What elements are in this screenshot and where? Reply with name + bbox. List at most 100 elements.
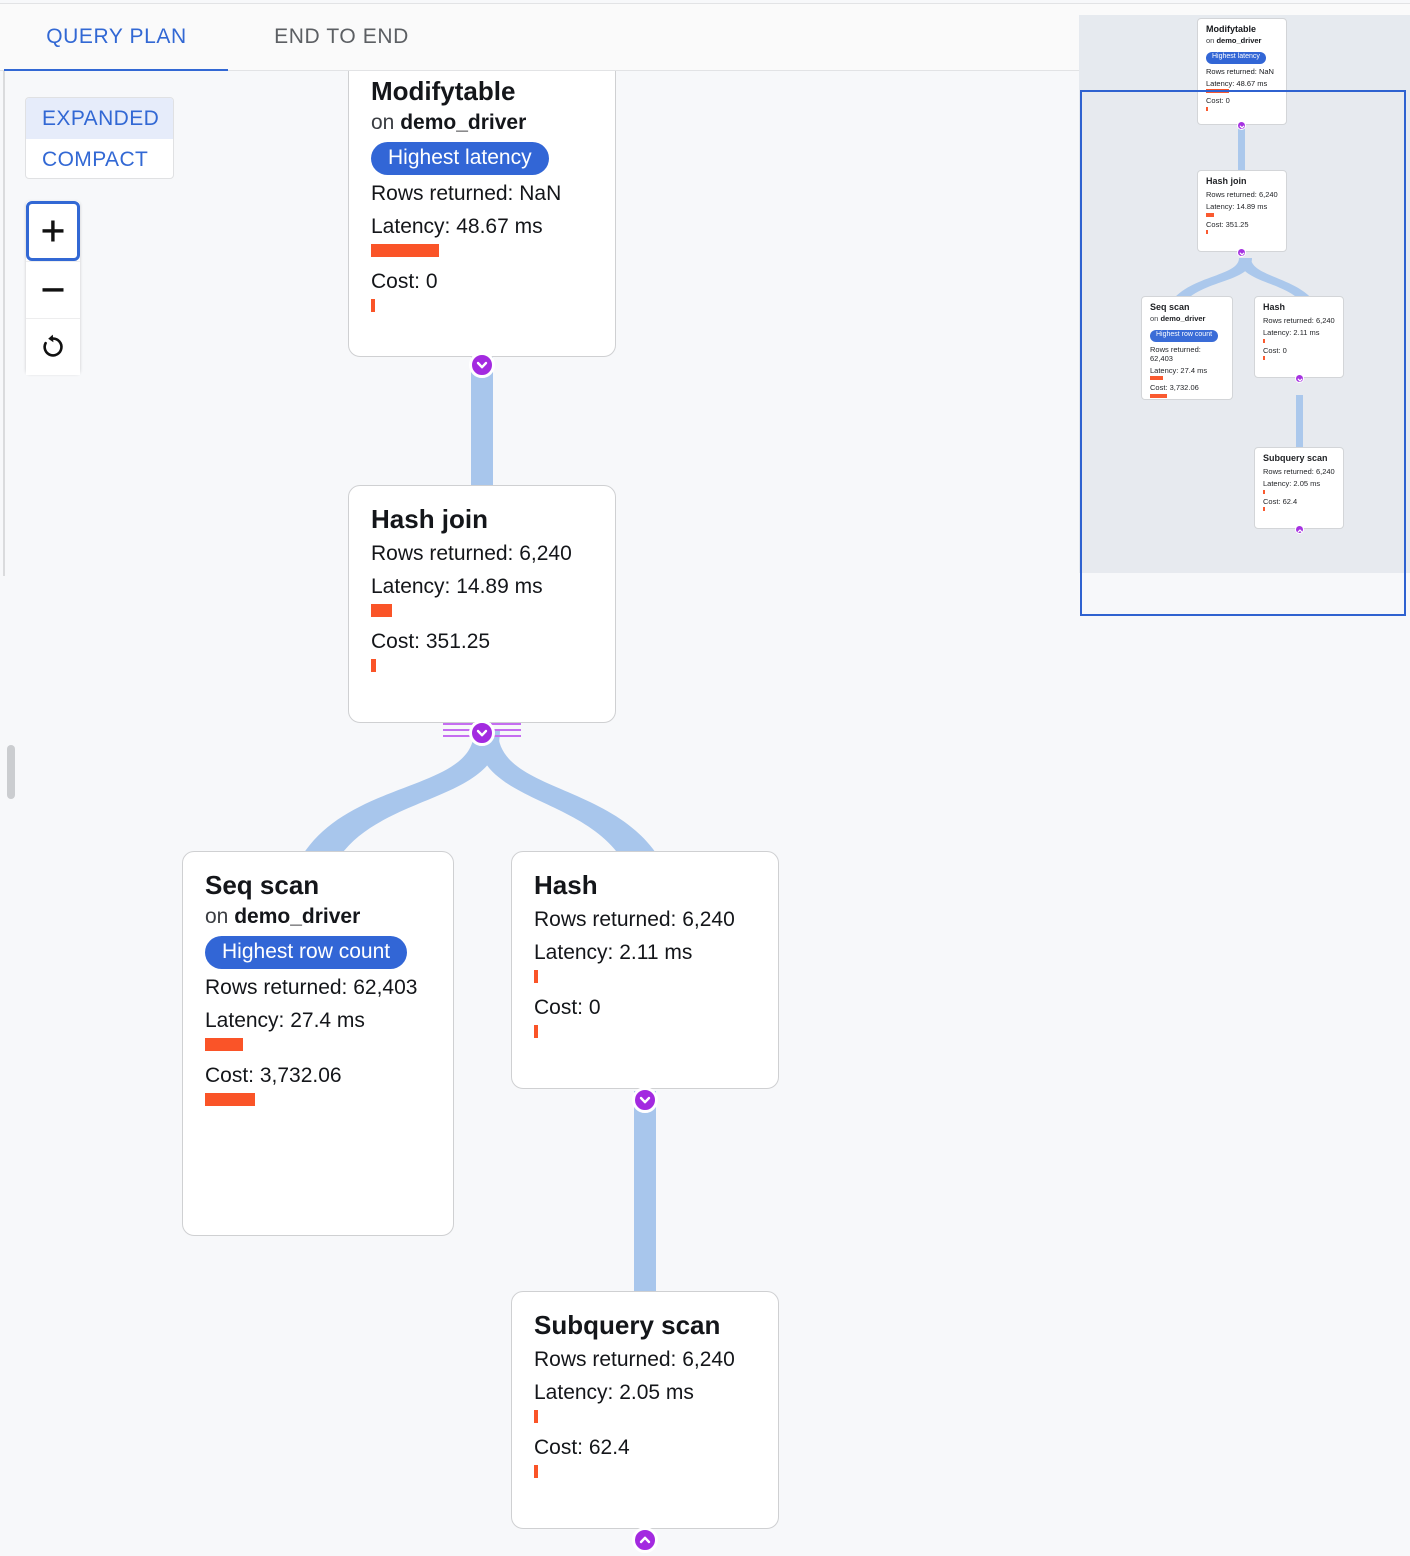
node-title: Hash join — [371, 504, 489, 534]
mini-node-hash[interactable]: Hash Rows returned: 6,240 Latency: 2.11 … — [1254, 296, 1344, 378]
chevron-up-icon — [1297, 521, 1303, 539]
metric-latency: Latency: 27.4 ms — [1150, 365, 1208, 375]
node-relation: on demo_driver — [205, 905, 431, 929]
metric-cost: Cost: 0 — [534, 995, 601, 1019]
vertical-scrollbar-thumb[interactable] — [7, 745, 15, 799]
plan-node-seq-scan[interactable]: Seq scan on demo_driver Highest row coun… — [182, 851, 454, 1236]
status-badge: Highest row count — [205, 935, 408, 970]
node-relation: on demo_driver — [1150, 314, 1225, 323]
mode-option-expanded[interactable]: EXPANDED — [26, 98, 173, 139]
node-relation-prefix: on — [1150, 314, 1159, 324]
reset-icon — [39, 333, 67, 361]
cost-bar — [1206, 230, 1208, 235]
metric-rows-returned: Rows returned: 6,240 — [1206, 190, 1278, 200]
metric-latency: Latency: 2.05 ms — [534, 1380, 694, 1404]
collapse-handle-lines-right — [491, 723, 521, 739]
edge-hashjoin-children — [302, 731, 658, 856]
node-relation-prefix: on — [205, 904, 229, 928]
plan-node-hash-join[interactable]: Hash join Rows returned: 6,240 Latency: … — [348, 485, 616, 723]
node-relation: on demo_driver — [1206, 36, 1279, 45]
node-title: Hash — [1263, 302, 1286, 312]
cost-bar — [371, 299, 375, 313]
node-relation: on demo_driver — [371, 111, 593, 135]
metric-rows-returned: Rows returned: 6,240 — [534, 1347, 735, 1371]
canvas-left-rail — [3, 71, 5, 576]
cost-bar — [371, 658, 376, 672]
metric-latency: Latency: 14.89 ms — [1206, 202, 1268, 212]
chevron-down-icon — [1297, 370, 1303, 388]
reset-view-button[interactable] — [26, 318, 80, 375]
edge-modifytable-hashjoin — [471, 356, 493, 486]
edge-hashjoin-hash — [476, 731, 658, 856]
mini-node-modifytable[interactable]: Modifytable on demo_driver Highest laten… — [1197, 18, 1287, 125]
chevron-down-icon — [475, 726, 489, 740]
chevron-down-icon — [1239, 117, 1245, 135]
mini-collapse-handle-hash[interactable] — [1295, 374, 1304, 383]
metric-rows-returned: Rows returned: 62,403 — [205, 976, 418, 1000]
latency-bar — [534, 1409, 538, 1423]
metric-rows-returned: Rows returned: NaN — [1206, 66, 1274, 76]
node-relation-name: demo_driver — [400, 110, 527, 134]
mini-collapse-handle-modifytable[interactable] — [1237, 121, 1246, 130]
node-title: Seq scan — [205, 870, 320, 900]
metric-rows-returned: Rows returned: 6,240 — [1263, 316, 1335, 326]
mini-collapse-handle-hash-join[interactable] — [1237, 248, 1246, 257]
collapse-handle-hash[interactable] — [632, 1087, 658, 1113]
latency-bar — [205, 1038, 243, 1052]
latency-bar — [1263, 489, 1265, 494]
cost-bar — [534, 1464, 538, 1478]
mini-node-hash-join[interactable]: Hash join Rows returned: 6,240 Latency: … — [1197, 170, 1287, 252]
cost-bar — [1263, 507, 1265, 512]
mini-edge-modifytable-hashjoin — [1238, 125, 1245, 172]
node-relation-name: demo_driver — [1216, 36, 1262, 46]
collapse-handle-subquery-scan[interactable] — [632, 1527, 658, 1553]
zoom-out-button[interactable] — [26, 261, 80, 318]
tab-query-plan[interactable]: QUERY PLAN — [46, 24, 187, 48]
node-relation-prefix: on — [371, 110, 395, 134]
cost-bar — [1206, 106, 1208, 111]
cost-bar — [1150, 393, 1167, 398]
metric-rows-returned: Rows returned: 62,403 — [1150, 344, 1201, 363]
plus-icon — [40, 218, 66, 244]
latency-bar — [534, 969, 538, 983]
mini-node-seq-scan[interactable]: Seq scan on demo_driver Highest row coun… — [1141, 296, 1233, 400]
collapse-handle-hash-join[interactable] — [469, 720, 495, 746]
mode-option-compact[interactable]: COMPACT — [42, 147, 149, 171]
cost-bar — [1263, 356, 1265, 361]
mini-edge-hash-subqueryscan — [1296, 395, 1303, 472]
tab-end-to-end[interactable]: END TO END — [274, 24, 409, 48]
chevron-down-icon — [638, 1093, 652, 1107]
collapse-handle-modifytable[interactable] — [469, 352, 495, 378]
metric-latency: Latency: 14.89 ms — [371, 574, 543, 598]
plan-node-hash[interactable]: Hash Rows returned: 6,240 Latency: 2.11 … — [511, 851, 779, 1089]
mini-edge-hashjoin-children — [1169, 258, 1317, 305]
edge-hash-subqueryscan — [634, 1091, 656, 1316]
metric-cost: Cost: 3,732.06 — [205, 1064, 342, 1088]
node-relation-name: demo_driver — [1160, 314, 1206, 324]
zoom-in-button[interactable] — [26, 201, 80, 261]
minus-icon — [40, 277, 66, 303]
latency-bar — [371, 603, 392, 617]
display-mode-toggle[interactable]: EXPANDED COMPACT — [25, 97, 174, 179]
collapse-handle-lines-left — [443, 723, 473, 739]
metric-cost: Cost: 351.25 — [371, 629, 491, 653]
chevron-up-icon — [638, 1533, 652, 1547]
latency-bar — [371, 244, 439, 258]
plan-node-modifytable[interactable]: Modifytable on demo_driver Highest laten… — [348, 71, 616, 357]
zoom-controls[interactable] — [26, 201, 80, 375]
plan-node-subquery-scan[interactable]: Subquery scan Rows returned: 6,240 Laten… — [511, 1291, 779, 1529]
status-badge: Highest latency — [1206, 52, 1266, 64]
chevron-down-icon — [1239, 244, 1245, 262]
mini-node-subquery-scan[interactable]: Subquery scan Rows returned: 6,240 Laten… — [1254, 447, 1344, 529]
plan-canvas[interactable]: EXPANDED COMPACT — [0, 71, 1410, 1556]
minimap[interactable]: Modifytable on demo_driver Highest laten… — [1079, 15, 1410, 573]
metric-cost: Cost: 62.4 — [1263, 496, 1298, 506]
metric-latency: Latency: 2.05 ms — [1263, 479, 1321, 489]
minimap-viewport[interactable] — [1080, 90, 1406, 616]
active-tab-indicator — [4, 69, 228, 72]
mini-collapse-handle-subquery-scan[interactable] — [1295, 525, 1304, 534]
metric-cost: Cost: 351.25 — [1206, 219, 1249, 229]
cost-bar — [534, 1024, 538, 1038]
metric-latency: Latency: 2.11 ms — [1263, 328, 1320, 338]
